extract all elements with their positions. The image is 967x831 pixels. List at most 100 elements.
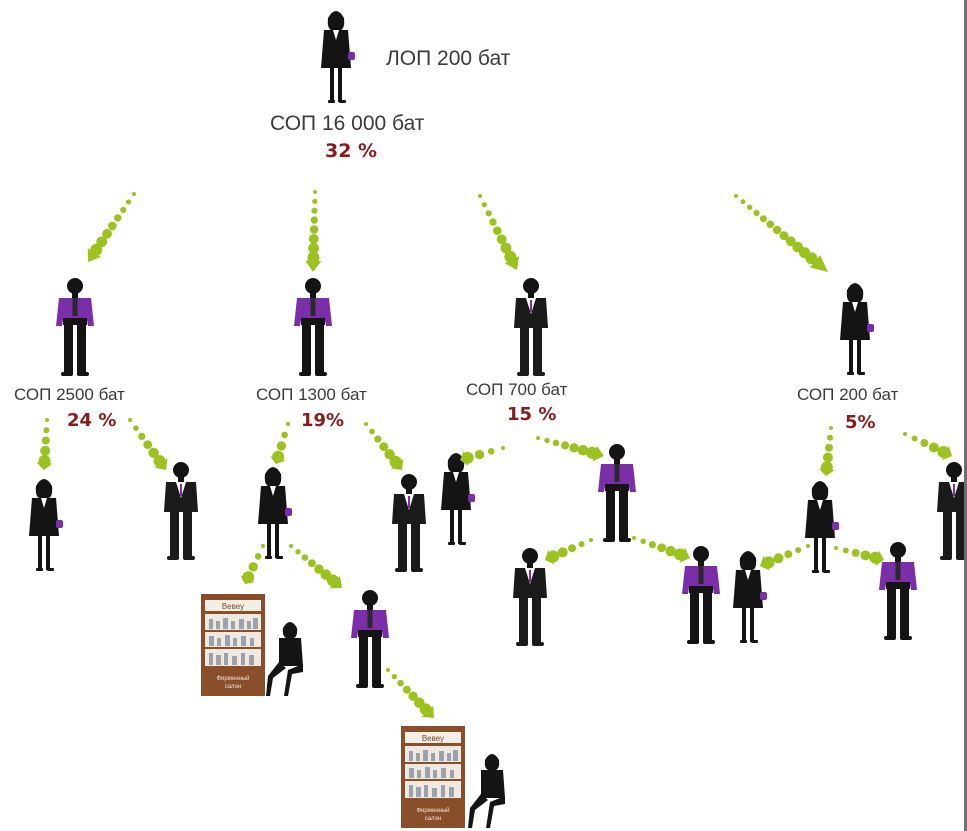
arrow-dot xyxy=(806,544,810,548)
arrow-dot xyxy=(589,538,593,542)
arrow-dot xyxy=(408,691,418,701)
man-purple-shirt-icon xyxy=(879,542,917,640)
arrow-dot xyxy=(822,452,833,463)
arrow-dot xyxy=(766,220,775,229)
woman-icon xyxy=(29,479,63,571)
arrow-dot xyxy=(786,236,796,247)
arrow-dot xyxy=(397,679,404,687)
arrow-dot xyxy=(493,226,502,235)
woman-icon xyxy=(441,453,475,545)
arrow-dot xyxy=(45,418,49,422)
arrow-head xyxy=(875,550,884,567)
arrow-dot xyxy=(311,207,318,214)
leader-woman-icon xyxy=(321,11,355,103)
arrow-dot xyxy=(133,425,139,432)
arrow-head xyxy=(305,260,322,272)
arrow-dot xyxy=(489,218,497,226)
man-dark-suit-icon xyxy=(514,278,548,376)
arrow-head xyxy=(545,549,555,565)
arrow-dot xyxy=(536,436,540,440)
arrow-dot xyxy=(632,536,636,540)
arrow-head xyxy=(818,468,835,476)
arrow-dot xyxy=(829,426,833,430)
arrow-dot xyxy=(795,547,802,554)
arrow-dot xyxy=(928,442,939,453)
arrow-head xyxy=(810,255,828,272)
arrow-dot xyxy=(561,441,570,450)
arrow-dot xyxy=(114,214,122,222)
man-purple-shirt-icon xyxy=(598,444,636,542)
arrow-dot xyxy=(143,440,153,449)
arrow-head xyxy=(270,456,286,464)
arrow-dot xyxy=(307,251,320,264)
arrow-dot xyxy=(286,422,290,426)
arrow-head xyxy=(87,248,102,262)
woman-icon xyxy=(805,481,839,573)
level1-sop-label-3: СОП 700 бат xyxy=(466,380,568,399)
arrow-dot xyxy=(740,199,746,205)
arrow-dot xyxy=(391,673,397,680)
arrow-dot xyxy=(126,199,132,205)
arrow-dot xyxy=(120,206,127,213)
brand-salon-icon xyxy=(201,594,265,696)
level1-percent-4: 5% xyxy=(845,412,876,433)
man-suit-icon xyxy=(392,474,426,572)
arrow-dot xyxy=(784,550,793,559)
arrow-head xyxy=(240,575,255,584)
arrow-head xyxy=(592,445,604,462)
arrow-dot xyxy=(903,432,907,436)
leader-lop-label: ЛОП 200 бат xyxy=(386,47,511,70)
arrow-dot xyxy=(295,549,301,555)
arrow-dot xyxy=(485,210,492,217)
man-purple-shirt-icon xyxy=(294,278,332,376)
arrow-dot xyxy=(496,234,507,245)
arrow-dot xyxy=(747,204,753,210)
arrow-head xyxy=(760,555,770,571)
arrow-dot xyxy=(753,209,760,217)
seated-woman-icon xyxy=(468,754,505,828)
man-purple-shirt-icon xyxy=(351,590,389,688)
arrow-dot xyxy=(254,553,262,560)
arrow-dot xyxy=(310,216,318,224)
arrow-dot xyxy=(487,448,495,455)
arrow-dot xyxy=(500,242,512,254)
arrow-dot xyxy=(657,543,666,553)
arrow-dot xyxy=(478,194,482,198)
man-suit-icon xyxy=(513,548,547,646)
arrow-dot xyxy=(276,441,287,451)
arrow-dot xyxy=(402,685,411,694)
arrow-dot xyxy=(779,231,789,241)
arrow-dot xyxy=(308,234,319,244)
arrow-dot xyxy=(314,564,324,574)
arrow-dot xyxy=(772,225,782,235)
arrow-dot xyxy=(577,445,589,456)
man-purple-shirt-icon xyxy=(56,278,94,376)
arrow-dot xyxy=(544,437,550,444)
arrow-dot xyxy=(138,432,146,440)
level1-percent-1: 24 % xyxy=(67,410,117,431)
arrow-head xyxy=(36,462,53,470)
arrow-dot xyxy=(308,242,319,254)
arrow-dot xyxy=(640,538,646,545)
arrow-dot xyxy=(132,192,136,196)
arrow-dot xyxy=(148,447,159,458)
arrow-dot xyxy=(248,562,258,572)
right-border xyxy=(964,0,967,831)
woman-black-suit-icon xyxy=(840,283,874,375)
arrow-dot xyxy=(827,434,833,441)
arrow-dot xyxy=(851,548,860,557)
level1-sop-label-4: СОП 200 бат xyxy=(797,385,899,404)
arrow-dot xyxy=(374,435,382,443)
arrow-dot xyxy=(481,202,487,208)
arrow-dot xyxy=(301,554,309,561)
arrow-dot xyxy=(578,541,585,548)
arrow-dot xyxy=(364,422,368,426)
brand-salon-icon xyxy=(401,726,465,828)
arrow-dot xyxy=(568,544,577,553)
arrow-dot xyxy=(920,439,929,447)
arrow-dot xyxy=(102,228,112,239)
arrow-dot xyxy=(41,436,50,445)
arrow-dot xyxy=(128,418,132,422)
